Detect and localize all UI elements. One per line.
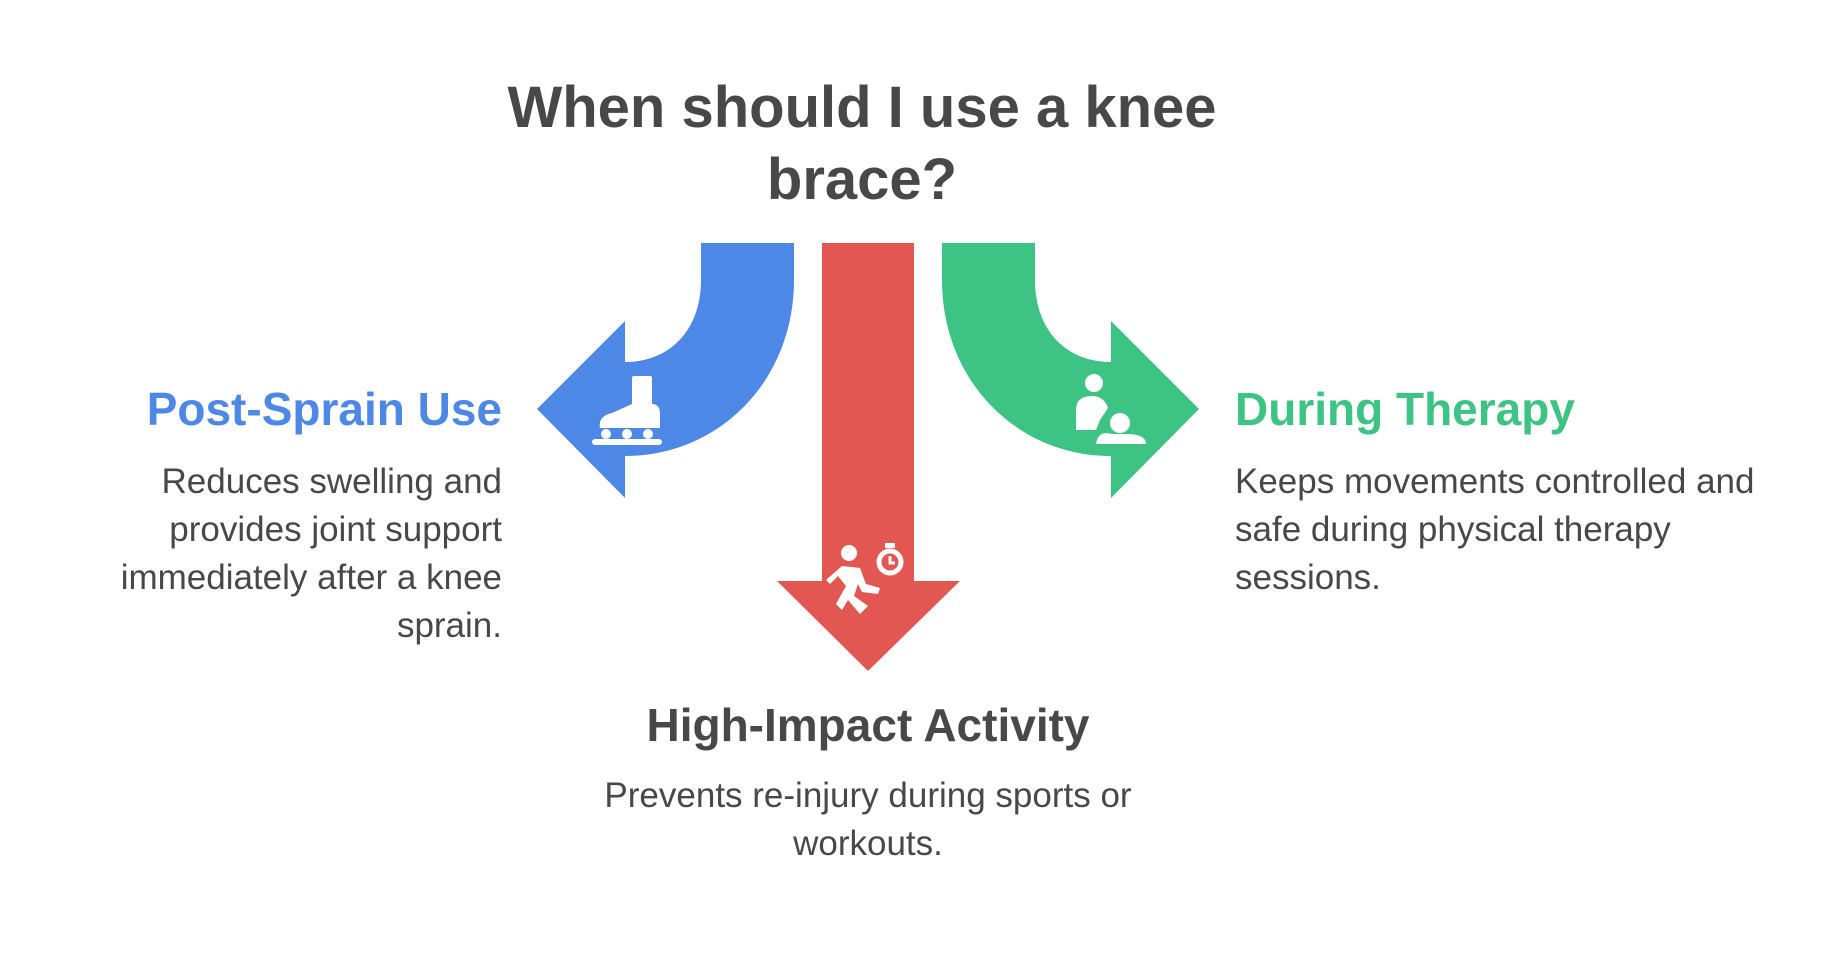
skate-foot-icon — [592, 376, 662, 445]
during-therapy-description: Keeps movements controlled and safe duri… — [1235, 462, 1755, 597]
diagram-title: When should I use a knee brace? — [507, 75, 1217, 212]
post-sprain-description: Reduces swelling and provides joint supp… — [120, 462, 502, 645]
runner-stopwatch-icon — [826, 543, 904, 614]
center-arrow — [777, 243, 960, 671]
therapist-patient-icon — [1076, 374, 1146, 444]
high-impact-heading: High-Impact Activity — [646, 699, 1090, 751]
right-arrow — [942, 243, 1199, 498]
post-sprain-heading: Post-Sprain Use — [146, 383, 502, 435]
high-impact-description: Prevents re-injury during sports or work… — [604, 776, 1132, 863]
left-arrow — [537, 243, 794, 498]
during-therapy-heading: During Therapy — [1235, 383, 1575, 435]
